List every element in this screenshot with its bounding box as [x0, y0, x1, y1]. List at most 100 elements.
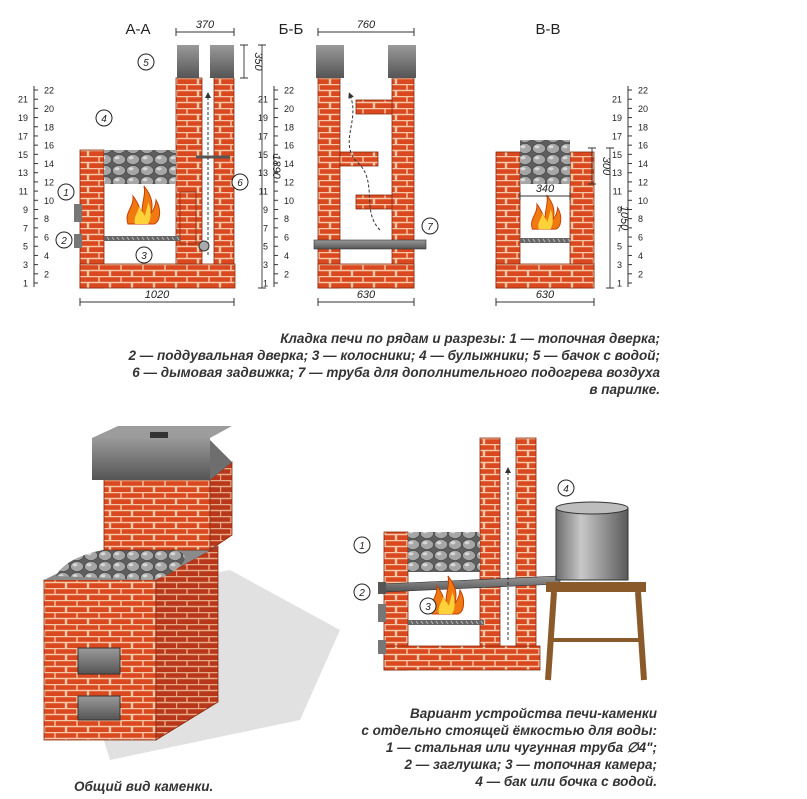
bb-right-wall — [391, 77, 415, 289]
caption-variant-line-2: с отдельно стоящей ёмкостью для воды: — [361, 723, 657, 738]
row-scale-vv-label: 2 — [638, 269, 643, 279]
aa-marker-5-label: 5 — [143, 58, 149, 69]
aa-grate-bar — [106, 236, 110, 241]
vv-grate-bar — [537, 238, 541, 243]
vv-grate-bar — [527, 238, 531, 243]
var-marker-3-label: 3 — [425, 602, 431, 613]
aa-water-tank — [177, 45, 199, 78]
var-flame-outer — [430, 575, 465, 615]
aa-dim-bottom-label: 1020 — [145, 289, 170, 301]
section-title-bb: Б-Б — [279, 21, 304, 38]
bb-air-pipe — [313, 239, 427, 250]
vv-grate-bar — [542, 238, 546, 243]
caption-top-line-2: 2 — поддувальная дверка; 3 — колосники; … — [128, 348, 660, 363]
aa-dim-1890-label: 1890 — [270, 154, 282, 179]
row-scale-bb-label: 16 — [284, 141, 294, 151]
vv-dim-inner-label: 340 — [536, 183, 555, 195]
aa-marker-1-circle — [57, 183, 75, 201]
row-scale-bb-label: 10 — [284, 196, 294, 206]
row-scale-aa-label: 14 — [44, 159, 54, 169]
var-grate-bar — [445, 620, 449, 625]
aa-grate-bar — [141, 236, 145, 241]
aa-grate-bar — [156, 236, 160, 241]
row-scale-vv-label: 10 — [638, 196, 648, 206]
var-marker-3-circle — [419, 597, 437, 615]
row-scale-aa-label: 9 — [23, 205, 28, 215]
row-scale-aa-label: 18 — [44, 122, 54, 132]
row-scale-vv-label: 7 — [617, 223, 622, 233]
row-scale-aa-label: 4 — [44, 251, 49, 261]
var-grate-bar — [420, 620, 424, 625]
row-scale-aa-label: 2 — [44, 269, 49, 279]
var-chimney-left — [479, 437, 501, 647]
row-scale-bb-label: 6 — [284, 233, 289, 243]
vv-grate-bar — [532, 238, 536, 243]
caption-variant-line-3: 1 — стальная или чугунная труба ∅4"; — [385, 740, 657, 755]
aa-tank-right — [210, 45, 234, 78]
row-scale-vv-label: 6 — [638, 233, 643, 243]
var-grate-bar — [415, 620, 419, 625]
row-scale-bb-label: 2 — [284, 269, 289, 279]
row-scale-aa-label: 12 — [44, 177, 54, 187]
row-scale-bb-label: 8 — [284, 214, 289, 224]
row-scale-vv-label: 14 — [638, 159, 648, 169]
aa-grate — [104, 236, 180, 241]
vv-dim-300-label: 300 — [600, 157, 612, 176]
var-marker-4-label: 4 — [563, 484, 569, 495]
general-tank-hatch — [150, 432, 168, 438]
aa-chimney-right — [213, 77, 235, 265]
aa-stones — [104, 150, 176, 184]
var-grate-bar — [450, 620, 454, 625]
aa-grate-bar — [136, 236, 140, 241]
row-scale-bb-label: 7 — [263, 223, 268, 233]
row-scale-vv-label: 13 — [612, 168, 622, 178]
row-scale-vv-label: 22 — [638, 86, 648, 96]
row-scale-vv-label: 9 — [617, 205, 622, 215]
vv-grate-bar — [562, 238, 566, 243]
var-grate-bar — [465, 620, 469, 625]
aa-flame-inner — [134, 202, 151, 224]
vv-base — [495, 263, 595, 289]
caption-general-view: Общий вид каменки. — [74, 779, 214, 794]
row-scale-vv-label: 16 — [638, 141, 648, 151]
row-scale-aa-label: 13 — [18, 168, 28, 178]
row-scale-bb-label: 18 — [284, 122, 294, 132]
var-flame-inner — [438, 592, 455, 614]
row-scale-bb-label: 13 — [258, 168, 268, 178]
row-scale-aa-label: 8 — [44, 214, 49, 224]
aa-inner-partition — [179, 191, 197, 245]
var-stool-seat — [546, 582, 646, 592]
aa-pipe-end — [198, 240, 210, 252]
var-stool-leg — [635, 591, 647, 681]
aa-grate-bar — [176, 236, 180, 241]
bb-tank-right — [388, 45, 416, 78]
aa-marker-5-circle — [137, 53, 155, 71]
row-scale-vv-label: 21 — [612, 95, 622, 105]
row-scale-vv-label: 3 — [617, 260, 622, 270]
vv-flame-outer — [531, 194, 562, 230]
row-scale-vv-label: 4 — [638, 251, 643, 261]
vv-flame-inner — [538, 209, 553, 230]
row-scale-vv-label: 5 — [617, 242, 622, 252]
row-scale-vv-label: 18 — [638, 122, 648, 132]
row-scale-bb-label: 15 — [258, 150, 268, 160]
caption-top: Кладка печи по рядам и разрезы: 1 — топо… — [20, 330, 660, 398]
var-grate-bar — [480, 620, 484, 625]
var-ash-door — [378, 640, 386, 654]
var-grate-bar — [460, 620, 464, 625]
bb-marker-7-circle — [421, 217, 439, 235]
row-scale-aa-label: 1 — [23, 279, 28, 289]
var-base — [383, 645, 541, 671]
var-stones — [408, 532, 480, 572]
row-scale-aa-label: 15 — [18, 150, 28, 160]
var-tank-lid — [555, 501, 629, 515]
vv-grate — [520, 238, 570, 243]
vv-dim-1050-label: 1050 — [618, 206, 630, 231]
row-scale-aa-label: 11 — [19, 187, 28, 197]
var-chimney-right — [515, 437, 537, 647]
row-scale-aa-label: 5 — [23, 242, 28, 252]
var-marker-2-label: 2 — [358, 588, 365, 599]
general-chimney-front — [103, 479, 211, 551]
row-scale-vv-label: 11 — [613, 187, 622, 197]
